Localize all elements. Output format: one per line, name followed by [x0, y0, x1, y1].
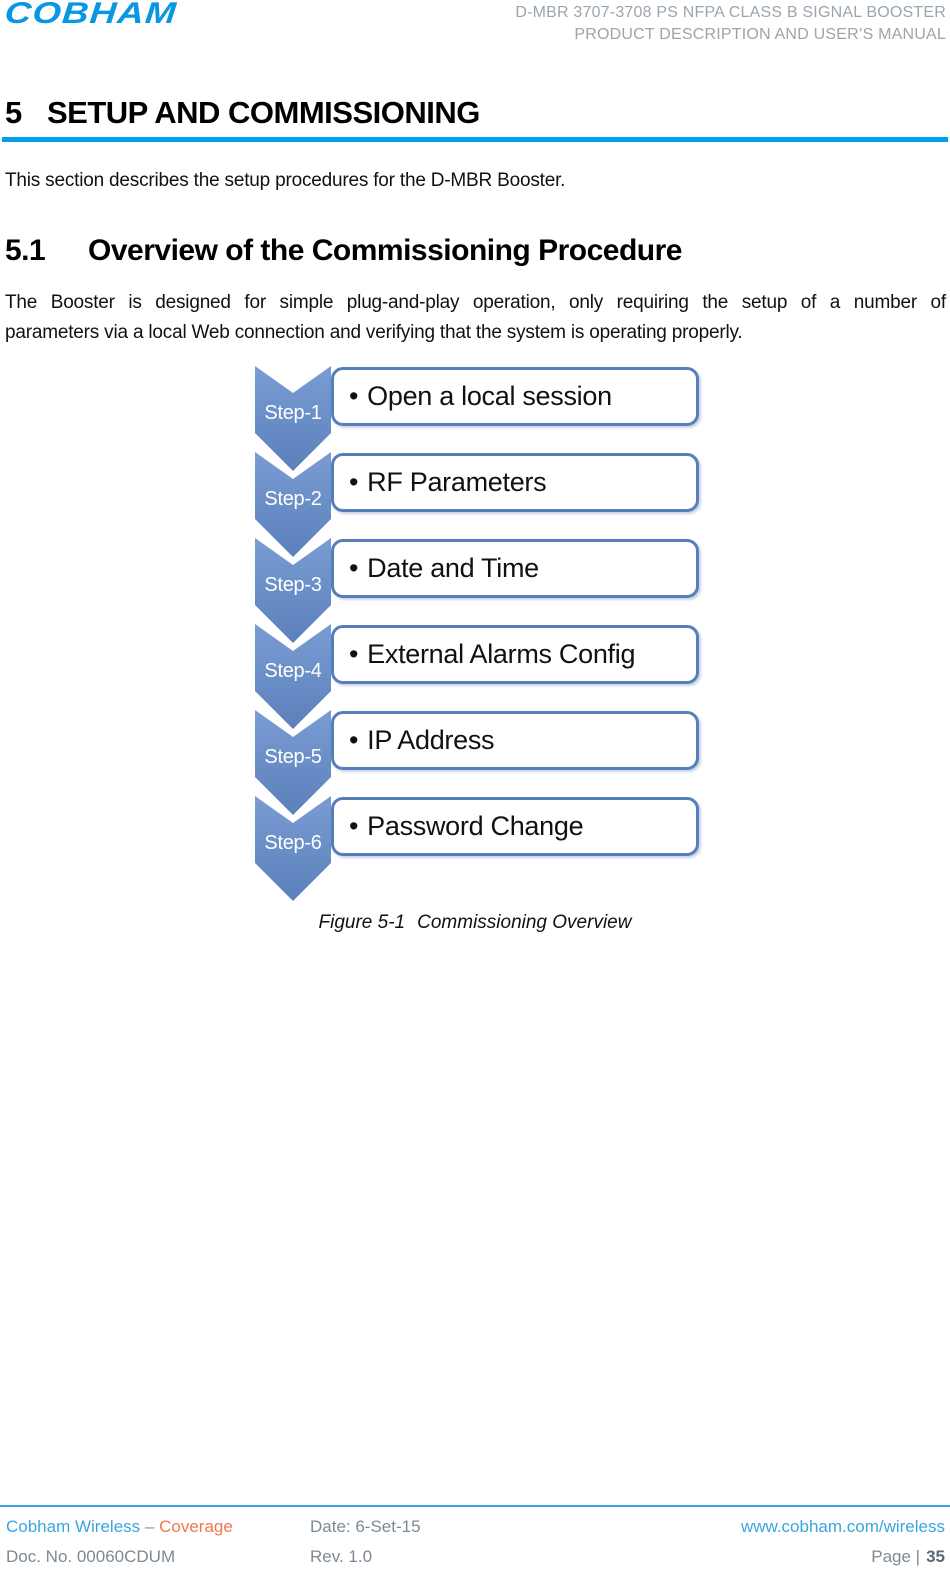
- footer-page-number: 35: [926, 1547, 945, 1566]
- step-row: Step-1 • Open a local session: [0, 366, 950, 471]
- subsection-number: 5.1: [5, 234, 46, 267]
- step-text: Open a local session: [367, 381, 612, 411]
- section-heading: 5 SETUP AND COMMISSIONING: [5, 95, 480, 131]
- bullet-icon: •: [349, 381, 359, 411]
- step-row: Step-2 • RF Parameters: [0, 452, 950, 557]
- step-label: Step-1: [264, 402, 322, 424]
- footer-rule: [0, 1505, 950, 1507]
- body-paragraph: The Booster is designed for simple plug-…: [5, 288, 946, 348]
- step-text: RF Parameters: [367, 467, 547, 497]
- step-label: Step-4: [264, 660, 322, 682]
- bullet-icon: •: [349, 553, 359, 583]
- body-line1: The Booster is designed for simple plug-…: [5, 292, 946, 313]
- bullet-icon: •: [349, 811, 359, 841]
- step-label: Step-5: [264, 746, 322, 768]
- chevron-down-icon: [255, 624, 331, 729]
- section-number: 5: [5, 95, 22, 130]
- footer-dash: –: [144, 1517, 155, 1536]
- footer-website-link[interactable]: www.cobham.com/wireless: [740, 1517, 945, 1536]
- figure-caption-label: Figure 5-1: [318, 912, 406, 933]
- intro-paragraph: This section describes the setup procedu…: [5, 170, 566, 191]
- step-box: • IP Address: [331, 711, 699, 770]
- commissioning-steps-figure: Step-1 • Open a local session Step-2 • R…: [0, 366, 950, 911]
- figure-caption: Figure 5-1 Commissioning Overview: [0, 912, 950, 934]
- chevron-down-icon: [255, 366, 331, 471]
- subsection-title: Overview of the Commissioning Procedure: [88, 234, 682, 267]
- header-title: D-MBR 3707-3708 PS NFPA CLASS B SIGNAL B…: [515, 2, 946, 46]
- step-row: Step-4 • External Alarms Config: [0, 624, 950, 729]
- step-box: • RF Parameters: [331, 453, 699, 512]
- subsection-heading: 5.1 Overview of the Commissioning Proced…: [5, 234, 682, 268]
- bullet-icon: •: [349, 467, 359, 497]
- footer-division: Coverage: [159, 1517, 233, 1536]
- footer-company-name: Cobham Wireless: [6, 1517, 141, 1536]
- chevron-down-icon: [255, 538, 331, 643]
- section-title: SETUP AND COMMISSIONING: [47, 95, 480, 130]
- footer-page-label: Page |: [871, 1547, 921, 1566]
- figure-caption-text: Commissioning Overview: [417, 912, 632, 933]
- step-row: Step-6 • Password Change: [0, 796, 950, 901]
- heading-rule: [2, 137, 948, 142]
- chevron-down-icon: [255, 452, 331, 557]
- footer-page: Page | 35: [871, 1547, 945, 1567]
- step-box: • Password Change: [331, 797, 699, 856]
- step-label: Step-2: [264, 488, 322, 510]
- footer-doc-number: Doc. No. 00060CDUM: [6, 1547, 176, 1566]
- step-text: IP Address: [367, 725, 495, 755]
- step-box: • Open a local session: [331, 367, 699, 426]
- footer-date: Date: 6-Set-15: [310, 1517, 421, 1536]
- footer-company: Cobham Wireless – Coverage: [6, 1517, 233, 1537]
- body-line2: parameters via a local Web connection an…: [5, 322, 743, 343]
- footer-revision: Rev. 1.0: [310, 1547, 373, 1566]
- cobham-logo: COBHAM: [3, 0, 179, 30]
- chevron-down-icon: [255, 710, 331, 815]
- step-row: Step-3 • Date and Time: [0, 538, 950, 643]
- step-row: Step-5 • IP Address: [0, 710, 950, 815]
- step-label: Step-6: [264, 832, 322, 854]
- bullet-icon: •: [349, 639, 359, 669]
- step-text: Date and Time: [367, 553, 539, 583]
- header-title-line1: D-MBR 3707-3708 PS NFPA CLASS B SIGNAL B…: [515, 4, 946, 21]
- bullet-icon: •: [349, 725, 359, 755]
- header-title-line2: PRODUCT DESCRIPTION AND USER’S MANUAL: [574, 26, 946, 43]
- step-text: External Alarms Config: [367, 639, 636, 669]
- step-label: Step-3: [264, 574, 322, 596]
- chevron-down-icon: [255, 796, 331, 901]
- step-text: Password Change: [367, 811, 584, 841]
- step-box: • Date and Time: [331, 539, 699, 598]
- step-box: • External Alarms Config: [331, 625, 699, 684]
